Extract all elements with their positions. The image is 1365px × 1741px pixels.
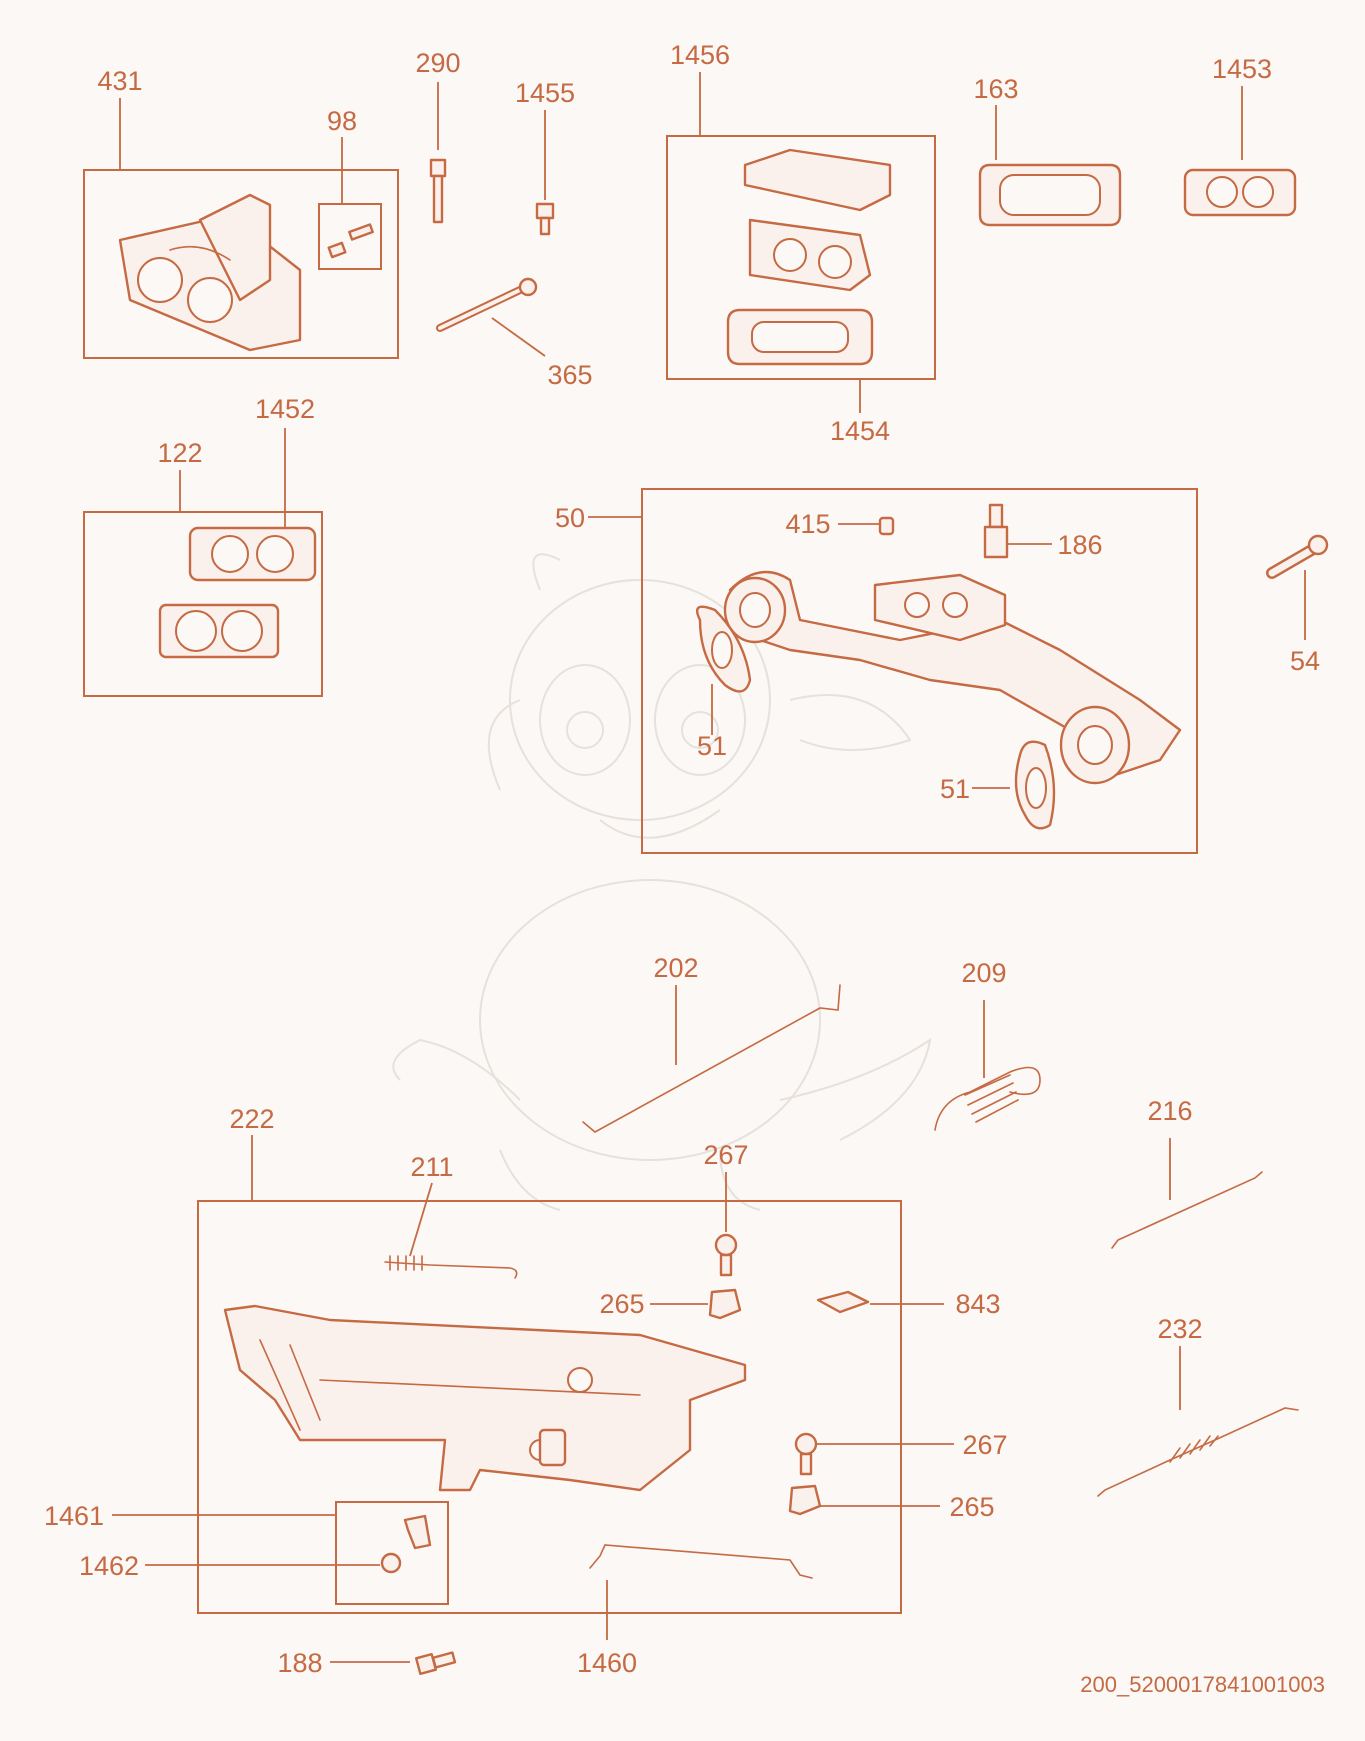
part-1461-1462 [380, 1514, 432, 1574]
callout-54: 54 [1290, 646, 1320, 676]
callout-431: 431 [97, 66, 142, 96]
part-232-spring [1097, 1407, 1299, 1497]
part-431-adapter [118, 193, 302, 352]
callout-1452: 1452 [255, 394, 315, 424]
callout-188: 188 [277, 1648, 322, 1678]
callout-843: 843 [955, 1289, 1000, 1319]
callout-186: 186 [1057, 530, 1102, 560]
part-50-manifold [723, 570, 1182, 785]
part-222-bracket [223, 1304, 747, 1492]
part-188-bolt [415, 1651, 457, 1675]
callout-267-top: 267 [703, 1140, 748, 1170]
callout-209: 209 [961, 958, 1006, 988]
part-1460-bracket [589, 1544, 813, 1579]
callout-415: 415 [785, 509, 830, 539]
callout-202: 202 [653, 953, 698, 983]
callout-216: 216 [1147, 1096, 1192, 1126]
callout-1453: 1453 [1212, 54, 1272, 84]
callout-211: 211 [410, 1152, 453, 1182]
box-222 [197, 1200, 902, 1614]
part-163-gasket [978, 163, 1122, 227]
callout-365: 365 [547, 360, 592, 390]
part-209-spring [934, 1066, 1041, 1131]
callout-50: 50 [555, 503, 585, 533]
part-98-screws [327, 223, 374, 259]
part-216-link [1111, 1171, 1263, 1249]
part-186-fitting [983, 503, 1009, 559]
part-1455-bolt [535, 202, 555, 236]
callout-267-bottom: 267 [962, 1430, 1007, 1460]
callout-98: 98 [327, 106, 357, 136]
leader-lines [112, 72, 1306, 1663]
part-365-bolt [436, 277, 538, 332]
diagram-code: 200_5200017841001003 [1080, 1672, 1325, 1697]
part-202-rod [582, 984, 841, 1133]
part-1456-spacer [726, 148, 892, 366]
callout-51-right: 51 [940, 774, 970, 804]
part-843-clip [816, 1290, 870, 1314]
background-mascot [392, 553, 932, 1211]
callout-1461: 1461 [44, 1501, 104, 1531]
part-267-bolts [714, 1233, 818, 1476]
callout-222: 222 [229, 1104, 274, 1134]
callout-290: 290 [415, 48, 460, 78]
callout-265-top: 265 [599, 1289, 644, 1319]
callout-1454: 1454 [830, 416, 890, 446]
part-211-spring [384, 1255, 518, 1279]
box-50 [641, 488, 1198, 854]
parts [118, 148, 1329, 1675]
part-122-gasket [158, 603, 280, 659]
callout-1455: 1455 [515, 78, 575, 108]
callout-1462: 1462 [79, 1551, 139, 1581]
part-1453-gasket [1183, 168, 1297, 217]
part-415-cap [878, 516, 895, 536]
group-boxes [83, 135, 1198, 1614]
box-1456 [666, 135, 936, 380]
callout-265-bottom: 265 [949, 1492, 994, 1522]
callout-163: 163 [973, 74, 1018, 104]
callout-1460: 1460 [577, 1648, 637, 1678]
part-290-bolt [429, 158, 447, 224]
callout-232: 232 [1157, 1314, 1202, 1344]
callout-51-left: 51 [697, 731, 727, 761]
part-1452-gasket [188, 526, 317, 582]
box-98 [318, 203, 382, 270]
callout-122: 122 [157, 438, 202, 468]
part-265-clips [708, 1288, 822, 1516]
callout-1456: 1456 [670, 40, 730, 70]
callout-labels: 431 98 290 1455 1456 163 1453 365 1454 1… [44, 40, 1320, 1678]
part-54-bolt [1266, 534, 1329, 579]
part-51-gaskets [695, 605, 1056, 830]
box-122 [83, 511, 323, 697]
box-431 [83, 169, 399, 359]
box-1461 [335, 1501, 449, 1605]
